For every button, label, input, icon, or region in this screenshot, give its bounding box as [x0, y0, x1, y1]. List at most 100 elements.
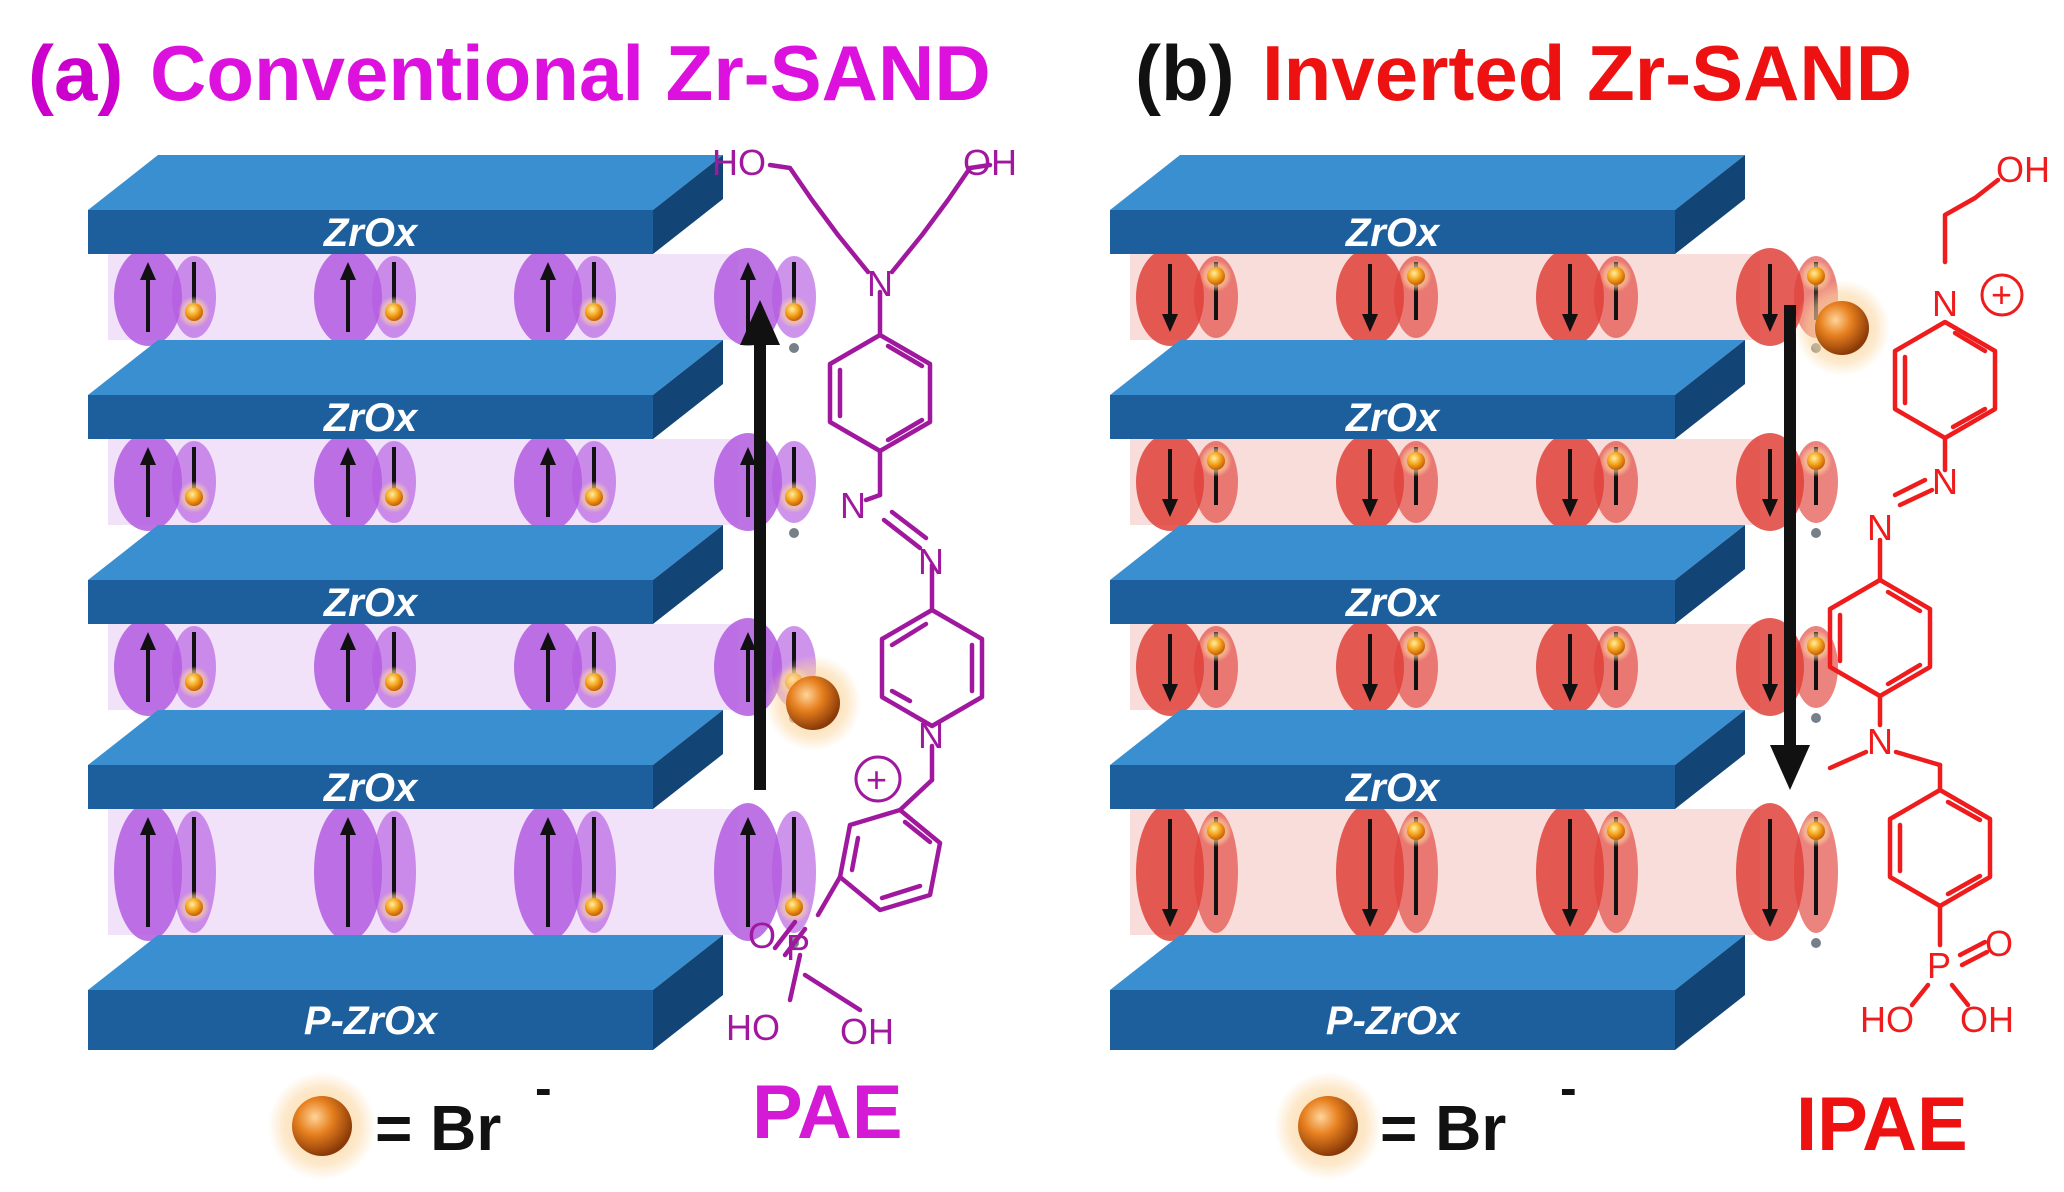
dipole-row-2: [108, 618, 816, 723]
pae-n-azo-2: N: [918, 541, 944, 582]
slab-front-face: [1110, 990, 1675, 1050]
pae-n-amine: N: [867, 263, 893, 304]
counter-ion: [1407, 822, 1425, 840]
anchor-dot: [1811, 713, 1821, 723]
legend-a-ion-icon: [292, 1096, 352, 1156]
slab-label: ZrOx: [323, 766, 419, 810]
counter-ion: [585, 488, 603, 506]
legend-b: = Br -: [1274, 1060, 1577, 1180]
panel-b-free-ion: [1794, 280, 1890, 376]
counter-ion: [1207, 452, 1225, 470]
ipae-molecule: [1827, 177, 2024, 1008]
dipole-arrowhead: [540, 447, 556, 465]
counter-ion: [1407, 452, 1425, 470]
pae-charge: +: [866, 759, 887, 800]
slab-2: ZrOx: [88, 525, 723, 625]
counter-ion: [785, 898, 803, 916]
dipole-arrowhead: [740, 817, 756, 835]
slab-front-face: [88, 580, 653, 624]
dipole-arrowhead: [1362, 909, 1378, 927]
counter-ion: [585, 673, 603, 691]
slab-side-face: [1675, 935, 1745, 1050]
anchor-dot: [1811, 528, 1821, 538]
dipole-arrowhead: [340, 817, 356, 835]
dipole-arrowhead: [1562, 499, 1578, 517]
ipae-oh-bottom: OH: [1960, 999, 2014, 1040]
dipole-arrowhead: [540, 632, 556, 650]
slab-1: ZrOx: [88, 340, 723, 440]
slab-side-face: [653, 935, 723, 1050]
dipole-arrowhead: [140, 632, 156, 650]
slab-label: ZrOx: [1345, 766, 1441, 810]
slab-3: ZrOx: [88, 710, 723, 810]
slab-top-face: [88, 340, 723, 395]
dipole-row-0: [108, 248, 816, 353]
counter-ion: [185, 673, 203, 691]
counter-ion: [185, 303, 203, 321]
slab-0: ZrOx: [88, 155, 723, 255]
dipole-arrowhead: [540, 262, 556, 280]
dipole-arrowhead: [1162, 684, 1178, 702]
slab-top-face: [88, 710, 723, 765]
slab-front-face: [88, 765, 653, 809]
counter-ion: [385, 303, 403, 321]
slab-3: ZrOx: [1110, 710, 1745, 810]
dipole-row-1: [108, 433, 816, 538]
dipole-row-1: [1130, 433, 1838, 538]
dipole-arrowhead: [1562, 314, 1578, 332]
ipae-p: P: [1927, 945, 1951, 986]
pae-oh-bottom: OH: [840, 1011, 894, 1052]
anchor-dot: [1811, 938, 1821, 948]
dipole-row-0: [1130, 248, 1838, 353]
slab-front-face: [1110, 210, 1675, 254]
dipole-arrowhead: [1162, 909, 1178, 927]
legend-b-sup: -: [1560, 1060, 1577, 1116]
ipae-oh-top: OH: [1996, 149, 2050, 190]
dipole-arrowhead: [1362, 684, 1378, 702]
slab-side-face: [653, 710, 723, 809]
dipole-arrowhead: [1362, 499, 1378, 517]
dipole-arrowhead: [740, 262, 756, 280]
dipole-arrowhead: [740, 632, 756, 650]
title-a: (a) Conventional Zr-SAND: [28, 29, 991, 117]
dipole-arrowhead: [340, 447, 356, 465]
slab-side-face: [653, 525, 723, 624]
slab-side-face: [1675, 525, 1745, 624]
pae-molecule: [767, 162, 993, 1013]
pae-oh-top: OH: [963, 142, 1017, 183]
slab-label: P-ZrOx: [1326, 999, 1461, 1043]
panel-a-direction-arrow: [740, 300, 780, 790]
slab-side-face: [1675, 155, 1745, 254]
dipole-arrowhead: [1562, 684, 1578, 702]
ipae-n-pyridinium: N: [1932, 283, 1958, 324]
slab-substrate: P-ZrOx: [88, 935, 723, 1050]
legend-a: = Br -: [268, 1060, 552, 1180]
dipole-arrowhead: [340, 262, 356, 280]
slab-0: ZrOx: [1110, 155, 1745, 255]
counter-ion: [1607, 267, 1625, 285]
ipae-n-azo-1: N: [1932, 461, 1958, 502]
slab-top-face: [1110, 525, 1745, 580]
dipole-row-3: [1130, 803, 1838, 948]
ipae-atom-labels: OH N + N N N O P HO OH: [1860, 149, 2050, 1040]
slab-2: ZrOx: [1110, 525, 1745, 625]
slab-top-face: [88, 525, 723, 580]
dipole-arrowhead: [1762, 684, 1778, 702]
slab-top-face: [88, 935, 723, 990]
counter-ion: [385, 673, 403, 691]
slab-label: ZrOx: [323, 211, 419, 255]
slab-label: ZrOx: [323, 396, 419, 440]
slab-top-face: [1110, 340, 1745, 395]
panel-b-direction-arrow: [1770, 305, 1810, 790]
counter-ion: [185, 898, 203, 916]
pae-ho-bottom: HO: [726, 1007, 780, 1048]
pae-ho-top: HO: [712, 142, 766, 183]
slab-front-face: [1110, 765, 1675, 809]
panel-b-title: Inverted Zr-SAND: [1262, 29, 1912, 117]
counter-ion: [1407, 267, 1425, 285]
slab-front-face: [88, 210, 653, 254]
